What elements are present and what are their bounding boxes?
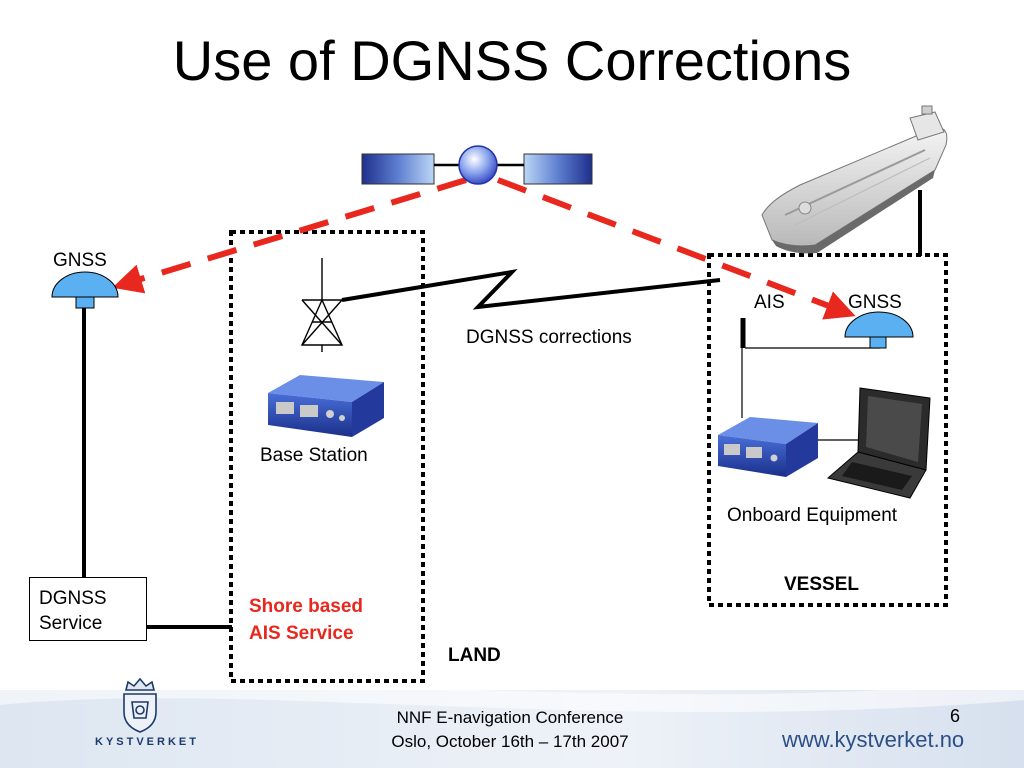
connection-lines: [82, 190, 922, 629]
signal-arrows: [112, 177, 856, 320]
satellite-icon: [361, 145, 593, 185]
dgnss-service-line1: DGNSS: [39, 588, 107, 609]
base-station-device-icon: [268, 375, 384, 437]
land-label: LAND: [448, 645, 501, 666]
shore-ais-boundary: [229, 230, 425, 683]
shore-based-label: Shore based: [249, 596, 364, 617]
website-url: www.kystverket.no: [782, 727, 965, 752]
ais-label: AIS: [754, 292, 785, 313]
organization-logo-text: KYSTVERKET: [95, 736, 199, 748]
base-station-label: Base Station: [260, 445, 368, 466]
ais-service-label: AIS Service: [249, 623, 354, 644]
base-station-device-icon: [718, 417, 818, 477]
onboard-equipment-label: Onboard Equipment: [727, 505, 898, 526]
signal-arrow-left: [112, 177, 467, 294]
gnss-antenna-icon: [51, 271, 119, 309]
dgnss-corrections-label: DGNSS corrections: [466, 327, 632, 348]
footer-band: [0, 680, 1024, 768]
gnss-label-land: GNSS: [53, 250, 107, 271]
gnss-antenna-icon: [844, 311, 914, 349]
dgnss-service-line2: Service: [39, 613, 103, 634]
coat-of-arms-icon: [123, 677, 157, 733]
ship-icon: [761, 105, 948, 254]
conference-line2: Oslo, October 16th – 17th 2007: [391, 732, 629, 751]
conference-info: NNF E-navigation Conference Oslo, Octobe…: [340, 706, 680, 754]
vessel-boundary: [707, 253, 948, 607]
slide-title: Use of DGNSS Corrections: [172, 29, 852, 92]
gnss-label-vessel: GNSS: [848, 292, 902, 313]
vessel-label: VESSEL: [784, 574, 859, 595]
signal-arrow-right: [496, 177, 856, 320]
conference-line1: NNF E-navigation Conference: [396, 708, 624, 727]
dgnss-service-box: DGNSS Service: [29, 577, 147, 641]
page-number: 6: [950, 706, 961, 726]
laptop-icon: [826, 387, 931, 499]
radio-tower-icon: [300, 258, 344, 352]
